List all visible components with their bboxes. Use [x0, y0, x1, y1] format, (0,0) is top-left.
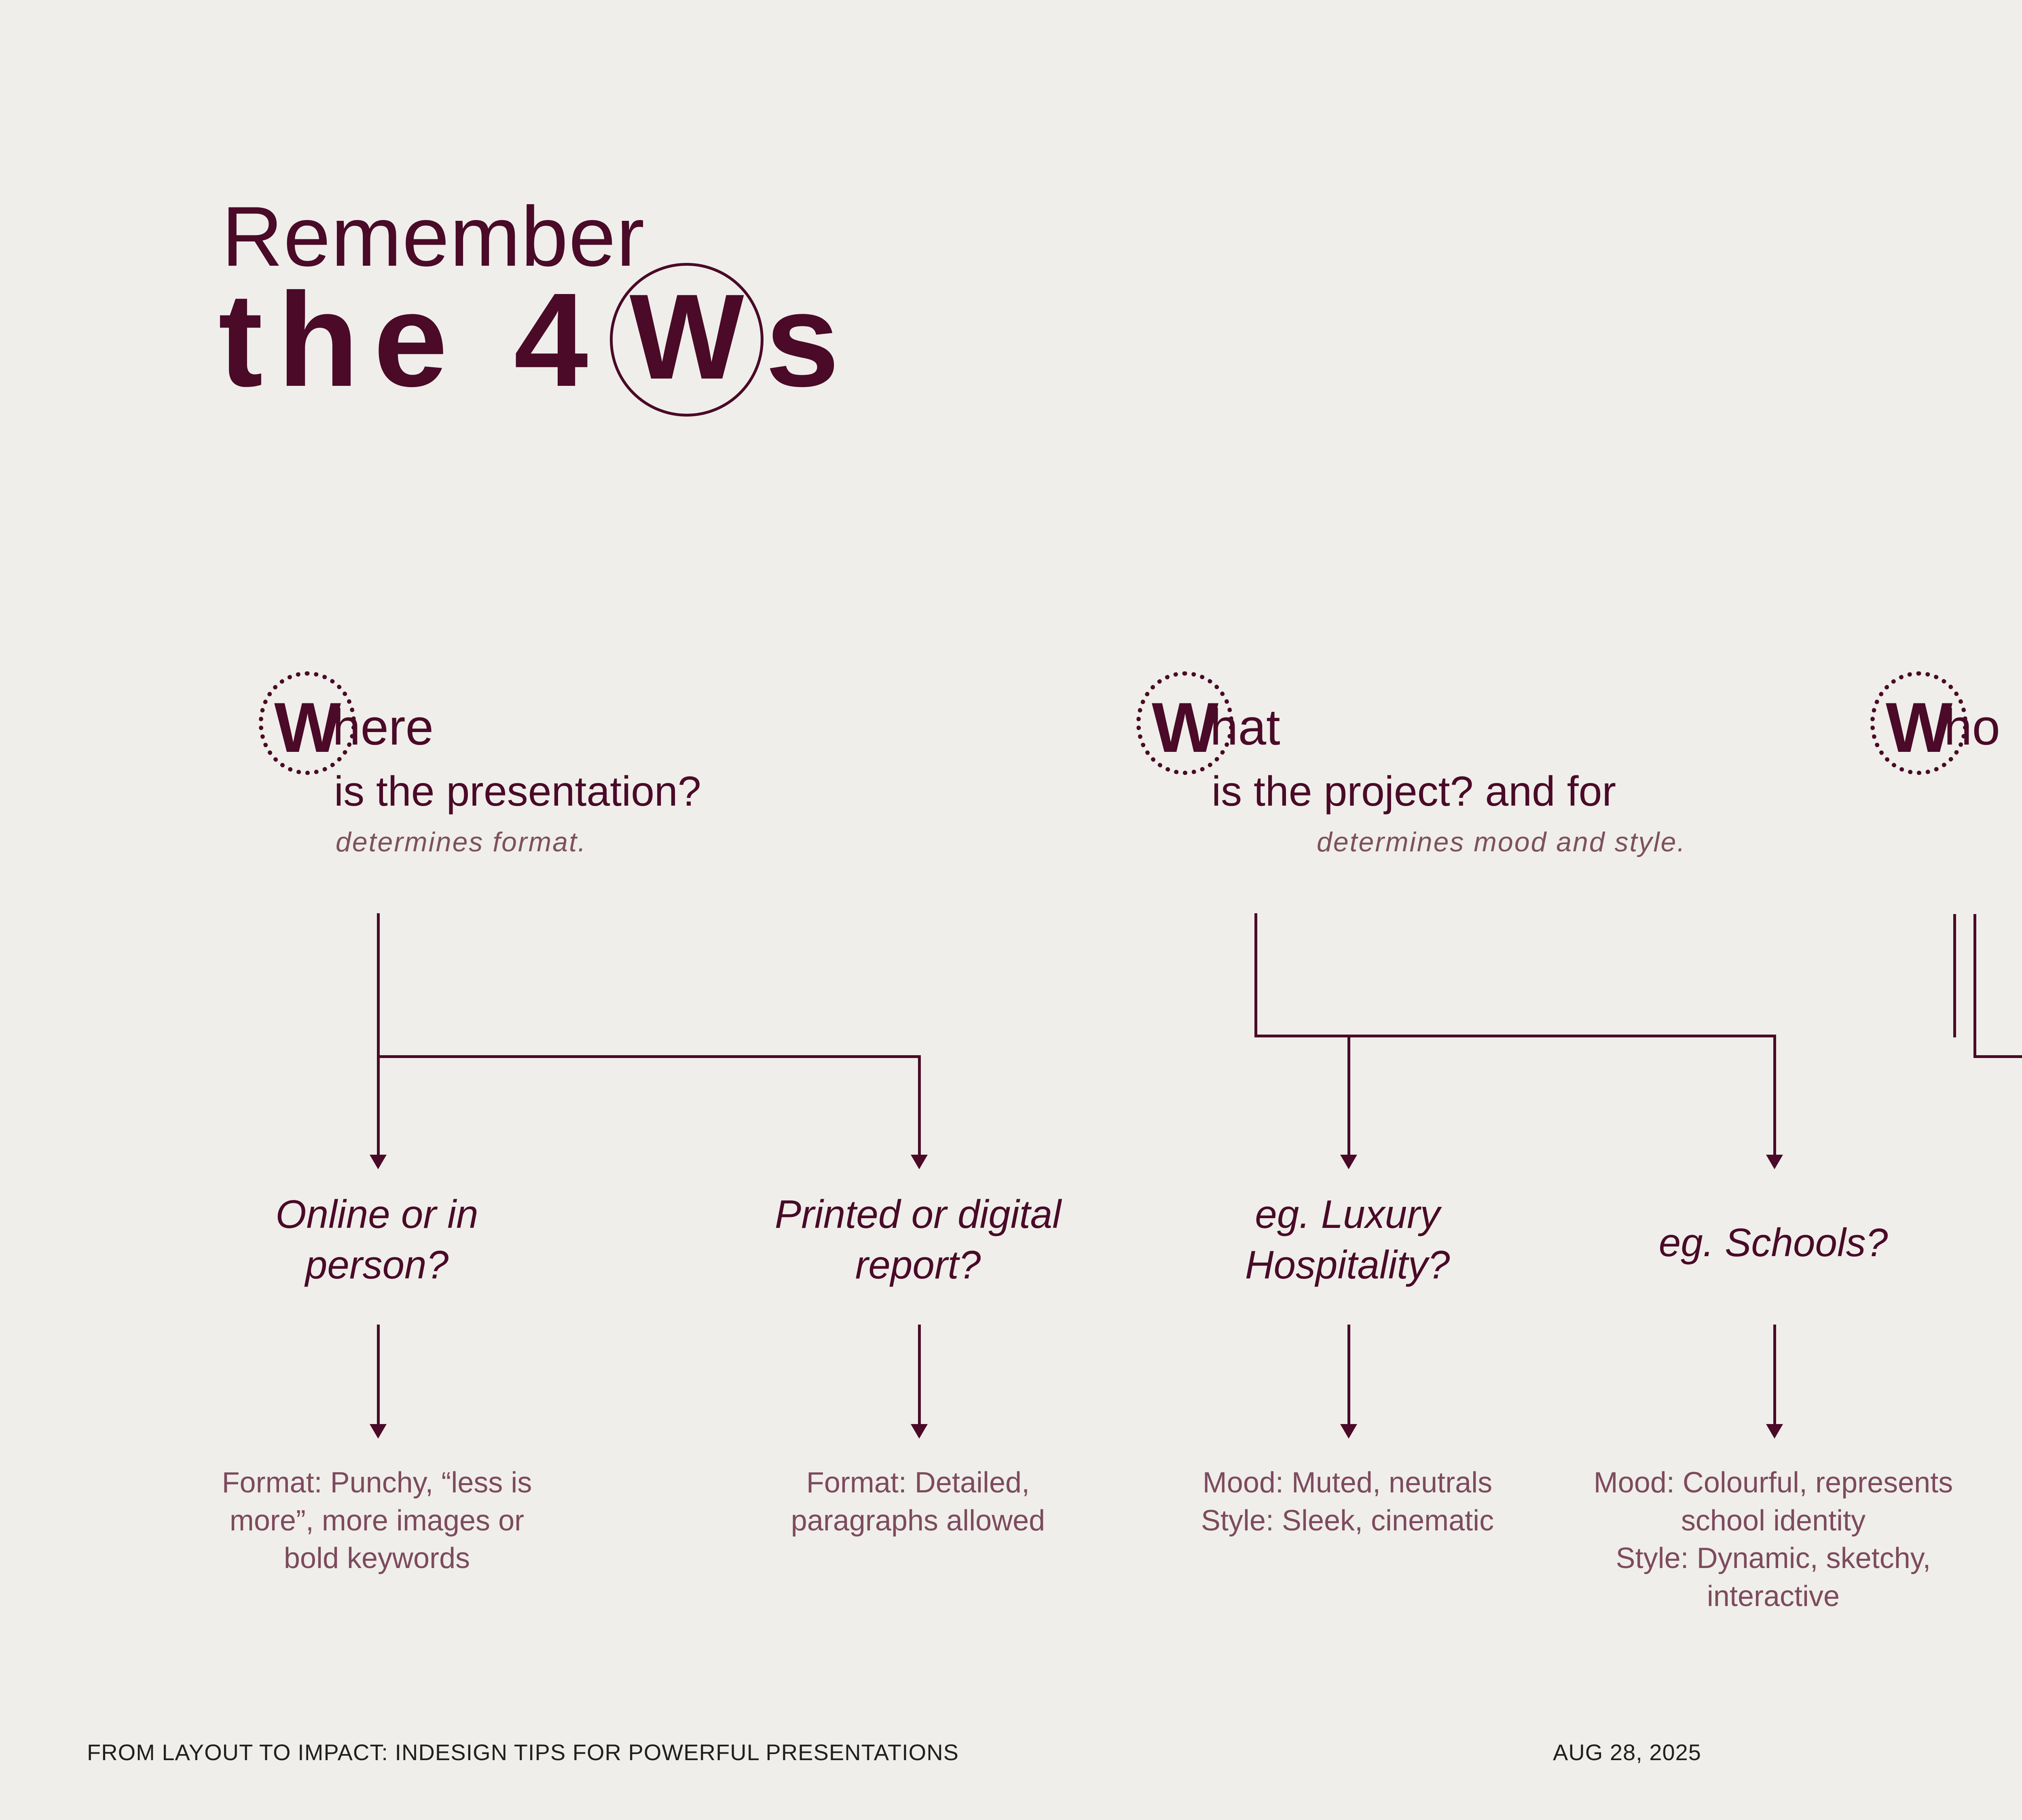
- branch-schools-detail-line3: Style: Dynamic, sketchy,: [1616, 1542, 1931, 1575]
- arrow-head-icon: [370, 1424, 387, 1439]
- arrow-head-icon: [1340, 1424, 1357, 1439]
- connector-what-drop-left: [1347, 1035, 1350, 1156]
- branch-online-detail-line3: bold keywords: [283, 1542, 470, 1575]
- branch-luxury-label-line1: eg. Luxury: [1255, 1192, 1440, 1236]
- branch-schools-detail-line1: Mood: Colourful, represents: [1593, 1467, 1953, 1499]
- branch-luxury-label: eg. Luxury Hospitality?: [1145, 1189, 1550, 1291]
- branch-luxury-detail: Mood: Muted, neutrals Style: Sleek, cine…: [1145, 1464, 1550, 1540]
- branch-luxury-detail-line1: Mood: Muted, neutrals: [1202, 1467, 1493, 1499]
- node-where-determines: determines format.: [336, 827, 587, 857]
- connector-what-drop-right: [1773, 1035, 1776, 1156]
- branch-online-label-line1: Online or in: [275, 1192, 478, 1236]
- arrow-head-icon: [1340, 1155, 1357, 1169]
- dotted-circle-icon: [259, 671, 356, 775]
- arrow-head-icon: [1766, 1155, 1783, 1169]
- connector-who-trunk-right: [1973, 914, 1976, 1056]
- headline-word-after: s: [765, 265, 854, 414]
- arrow-head-icon: [370, 1155, 387, 1169]
- headline-eyebrow: Remember: [222, 189, 645, 284]
- node-where: W here is the presentation? determines f…: [259, 671, 1148, 898]
- dotted-circle-icon: [1136, 671, 1233, 775]
- node-what: W hat is the project? and for determines…: [1136, 671, 1945, 898]
- node-what-big-letter: W: [1152, 688, 1219, 767]
- branch-online-detail-line1: Format: Punchy, “less is: [222, 1467, 532, 1499]
- branch-schools-detail: Mood: Colourful, represents school ident…: [1545, 1464, 2002, 1615]
- arrow-head-icon: [911, 1155, 928, 1169]
- connector-what-bar: [1254, 1035, 1776, 1037]
- node-what-question: is the project? and for: [1212, 768, 1616, 815]
- node-where-question: is the presentation?: [334, 768, 701, 815]
- branch-printed-label-line1: Printed or digital: [774, 1192, 1062, 1236]
- branch-online-label: Online or in person?: [175, 1189, 579, 1291]
- headline-main-row: the 4 W s: [218, 263, 854, 417]
- node-what-rest: hat: [1210, 699, 1280, 756]
- node-where-big-letter: W: [274, 688, 341, 767]
- slide-headline: Remember the 4 W s: [218, 194, 1593, 526]
- connector-luxury-drop: [1347, 1325, 1350, 1426]
- branch-printed-label: Printed or digital report?: [675, 1189, 1161, 1291]
- node-where-rest: here: [332, 699, 434, 756]
- connector-printed-drop: [918, 1325, 921, 1426]
- connector-online-drop: [377, 1325, 380, 1426]
- branch-printed-detail: Format: Detailed, paragraphs allowed: [675, 1464, 1161, 1540]
- headline-word-before: the 4: [218, 265, 603, 414]
- branch-printed-detail-line2: paragraphs allowed: [791, 1504, 1045, 1537]
- footer-deck-title: FROM LAYOUT TO IMPACT: INDESIGN TIPS FOR…: [87, 1740, 959, 1765]
- connector-where-drop-left: [377, 1055, 380, 1156]
- connector-what-trunk: [1254, 913, 1257, 1037]
- footer-date: AUG 28, 2025: [1553, 1740, 1701, 1765]
- node-who: W ho ?: [1870, 671, 2022, 833]
- branch-printed-label-line2: report?: [855, 1242, 981, 1287]
- branch-schools-detail-line4: interactive: [1707, 1580, 1840, 1613]
- branch-luxury-detail-line2: Style: Sleek, cinematic: [1201, 1504, 1494, 1537]
- node-who-big-letter: W: [1886, 688, 1953, 767]
- circled-w-badge: W: [610, 263, 764, 417]
- branch-schools-detail-line2: school identity: [1681, 1504, 1866, 1537]
- branch-luxury-label-line2: Hospitality?: [1245, 1242, 1450, 1287]
- arrow-head-icon: [911, 1424, 928, 1439]
- connector-where-bar: [377, 1055, 921, 1058]
- circled-w-letter: W: [629, 269, 744, 404]
- connector-where-trunk: [377, 913, 380, 1058]
- branch-online-detail: Format: Punchy, “less is more”, more ima…: [175, 1464, 579, 1578]
- branch-online-detail-line2: more”, more images or: [229, 1504, 525, 1537]
- node-who-rest: ho: [1944, 699, 2001, 756]
- branch-schools-label: eg. Schools?: [1571, 1217, 1975, 1268]
- connector-who-trunk-left: [1953, 914, 1956, 1037]
- node-what-determines: determines mood and style.: [1317, 827, 1686, 857]
- connector-who-to-why-bar: [1973, 1055, 2022, 1058]
- branch-online-label-line2: person?: [305, 1242, 449, 1287]
- connector-schools-drop: [1773, 1325, 1776, 1426]
- dotted-circle-icon: [1870, 671, 1967, 775]
- branch-printed-detail-line1: Format: Detailed,: [806, 1467, 1030, 1499]
- connector-where-drop-right: [918, 1055, 921, 1156]
- arrow-head-icon: [1766, 1424, 1783, 1439]
- branch-schools-label-line1: eg. Schools?: [1658, 1220, 1888, 1265]
